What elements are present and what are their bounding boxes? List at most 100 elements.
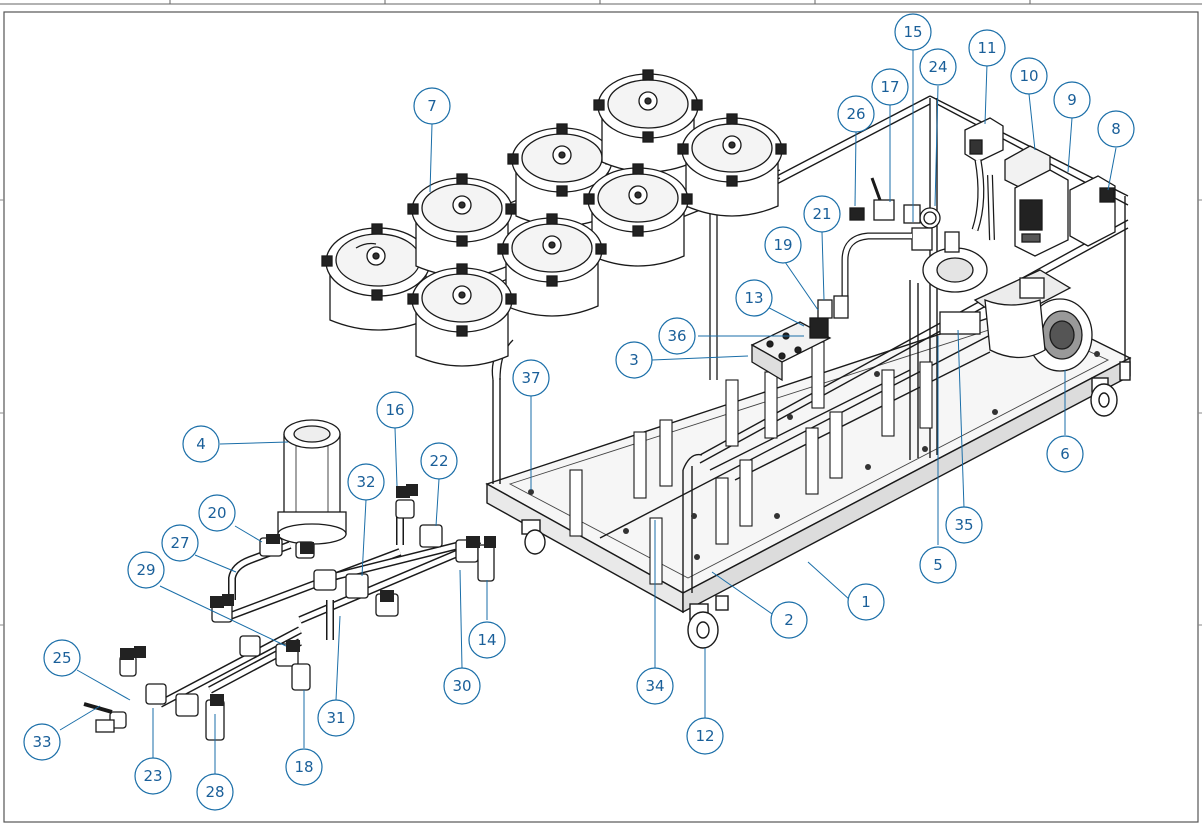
callout-balloon-9: 9 xyxy=(1053,81,1091,119)
callout-circle xyxy=(182,425,220,463)
callout-circle xyxy=(919,48,957,86)
callout-number: 15 xyxy=(903,23,922,41)
trolley xyxy=(485,95,1132,649)
callout-number: 34 xyxy=(645,677,664,695)
callout-number: 21 xyxy=(812,205,831,223)
callout-circle xyxy=(285,748,323,786)
callout-number: 6 xyxy=(1060,445,1070,463)
callout-number: 13 xyxy=(744,289,763,307)
callout-balloon-21: 21 xyxy=(803,195,841,233)
callout-number: 19 xyxy=(773,236,792,254)
callout-circle xyxy=(686,717,724,755)
canister xyxy=(407,173,517,277)
callout-balloon-24: 24 xyxy=(919,48,957,86)
callout-number: 4 xyxy=(196,435,206,453)
callout-balloon-13: 13 xyxy=(735,279,773,317)
callout-balloon-33: 33 xyxy=(23,723,61,761)
callout-number: 14 xyxy=(477,631,496,649)
callout-number: 26 xyxy=(846,105,865,123)
canister xyxy=(593,69,703,173)
callout-circle xyxy=(376,391,414,429)
callout-number: 1 xyxy=(861,593,871,611)
callout-number: 25 xyxy=(52,649,71,667)
callout-number: 28 xyxy=(205,783,224,801)
callout-circle xyxy=(615,341,653,379)
canister xyxy=(507,123,617,227)
callout-number: 36 xyxy=(667,327,686,345)
callout-circle xyxy=(347,463,385,501)
callout-number: 24 xyxy=(928,58,947,76)
callout-balloon-31: 31 xyxy=(317,699,355,737)
callout-circle xyxy=(770,601,808,639)
callout-number: 23 xyxy=(143,767,162,785)
callout-circle xyxy=(23,723,61,761)
callout-number: 32 xyxy=(356,473,375,491)
callout-balloon-26: 26 xyxy=(837,95,875,133)
callout-number: 29 xyxy=(136,561,155,579)
callout-number: 37 xyxy=(521,369,540,387)
callout-circle xyxy=(658,317,696,355)
callout-circle xyxy=(1097,110,1135,148)
callout-circle xyxy=(735,279,773,317)
callout-circle xyxy=(1010,57,1048,95)
callout-circle xyxy=(198,494,236,532)
callout-balloon-20: 20 xyxy=(198,494,236,532)
callout-balloon-6: 6 xyxy=(1046,435,1084,473)
callout-number: 33 xyxy=(32,733,51,751)
pump-motor-assembly xyxy=(750,117,1116,382)
callout-circle xyxy=(512,359,550,397)
canister xyxy=(677,113,787,217)
canister xyxy=(497,213,607,317)
sheet-ticks xyxy=(0,199,1202,626)
sheet-border xyxy=(3,11,1199,823)
canisters xyxy=(321,69,787,367)
callout-balloon-8: 8 xyxy=(1097,110,1135,148)
callout-balloon-15: 15 xyxy=(894,13,932,51)
callout-circle xyxy=(894,13,932,51)
callout-circle xyxy=(468,621,506,659)
callout-number: 2 xyxy=(784,611,794,629)
callout-balloon-2: 2 xyxy=(770,601,808,639)
callout-circle xyxy=(443,667,481,705)
base-tray-inner xyxy=(508,319,1110,579)
callout-balloon-29: 29 xyxy=(127,551,165,589)
callout-circle xyxy=(837,95,875,133)
callout-balloon-17: 17 xyxy=(871,68,909,106)
callout-circle xyxy=(945,506,983,544)
callout-balloon-18: 18 xyxy=(285,748,323,786)
canister xyxy=(321,223,435,331)
callout-balloon-7: 7 xyxy=(413,87,451,125)
filter-housing xyxy=(277,419,347,545)
callout-balloon-35: 35 xyxy=(945,506,983,544)
callout-balloon-16: 16 xyxy=(376,391,414,429)
callout-balloon-19: 19 xyxy=(764,226,802,264)
callout-circle xyxy=(413,87,451,125)
callout-circle xyxy=(127,551,165,589)
callout-number: 20 xyxy=(207,504,226,522)
callout-number: 8 xyxy=(1111,120,1121,138)
callout-circle xyxy=(968,29,1006,67)
callout-balloon-4: 4 xyxy=(182,425,220,463)
callout-circle xyxy=(43,639,81,677)
callout-circle xyxy=(1046,435,1084,473)
callout-circle xyxy=(847,583,885,621)
callout-circle xyxy=(134,757,172,795)
callout-balloon-10: 10 xyxy=(1010,57,1048,95)
title-strip xyxy=(0,0,1202,5)
callout-balloon-34: 34 xyxy=(636,667,674,705)
callout-circle xyxy=(161,524,199,562)
callout-number: 22 xyxy=(429,452,448,470)
callout-balloon-28: 28 xyxy=(196,773,234,811)
callout-number: 3 xyxy=(629,351,639,369)
canister xyxy=(407,263,517,367)
callout-number: 18 xyxy=(294,758,313,776)
callout-balloon-32: 32 xyxy=(347,463,385,501)
callout-circle xyxy=(196,773,234,811)
callout-balloon-11: 11 xyxy=(968,29,1006,67)
callout-balloon-30: 30 xyxy=(443,667,481,705)
callout-circle xyxy=(317,699,355,737)
callout-number: 11 xyxy=(977,39,996,57)
canister xyxy=(583,163,693,267)
callout-number: 27 xyxy=(170,534,189,552)
callout-number: 16 xyxy=(385,401,404,419)
